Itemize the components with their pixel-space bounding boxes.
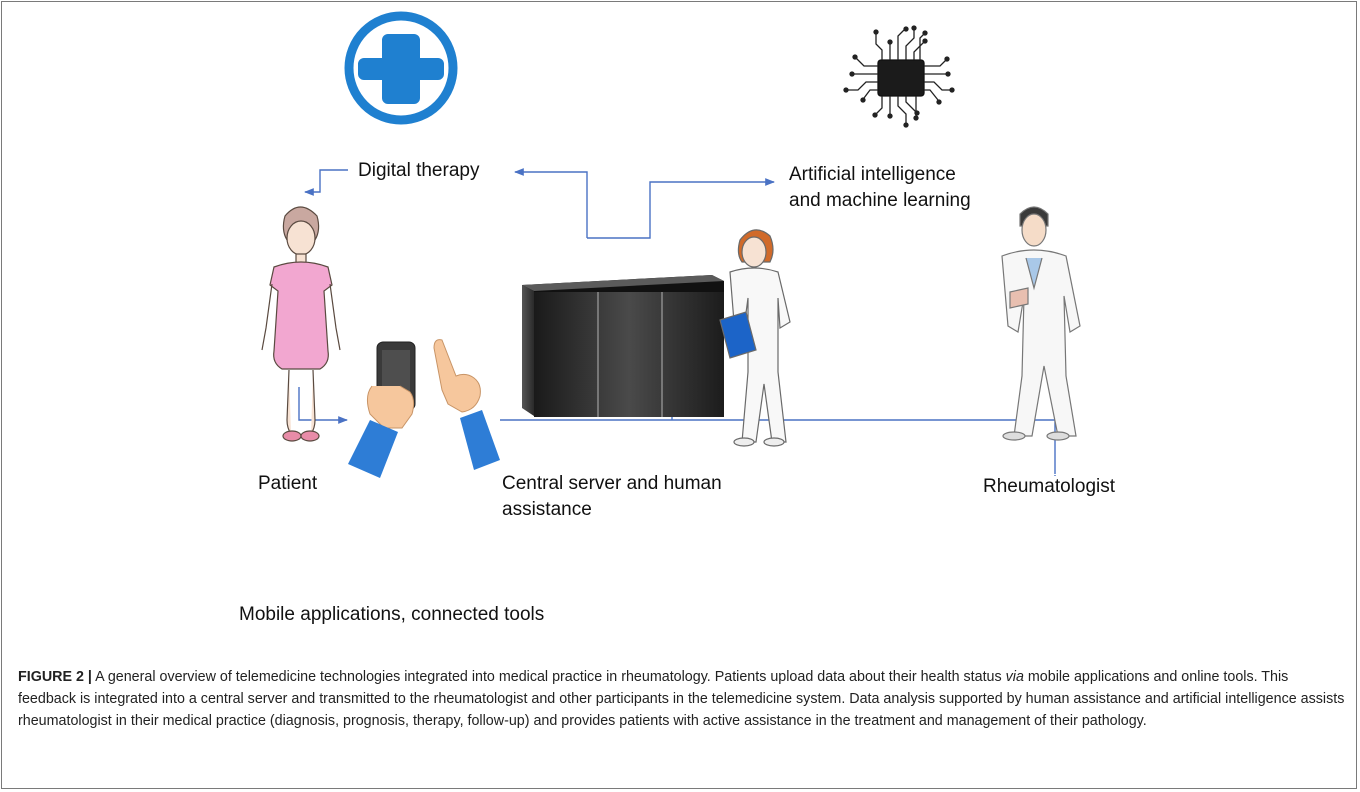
label-rheumatologist: Rheumatologist [983, 476, 1116, 497]
telemedicine-diagram [261, 11, 1081, 478]
arrow-patient-to-mobile [298, 387, 348, 424]
label-ai-line2: and machine learning [789, 190, 971, 211]
pointing-hand-icon [433, 339, 500, 470]
medical-cross-icon [344, 11, 458, 125]
ai-chip-icon [843, 25, 955, 128]
label-mobile-apps: Mobile applications, connected tools [239, 604, 545, 625]
smartphone-hand-icon [348, 341, 416, 478]
label-server-line1: Central server and human [502, 473, 722, 494]
caption-figure-number: FIGURE 2 | [18, 669, 92, 685]
figure-caption: FIGURE 2 | A general overview of telemed… [18, 666, 1348, 732]
label-ai-line1: Artificial intelligence [789, 164, 956, 185]
caption-text-2: mobile applications and online tools. Th… [18, 669, 1345, 729]
arrow-server-to-therapy [514, 168, 588, 238]
patient-figure [261, 206, 341, 442]
caption-via: via [1005, 669, 1024, 685]
nurse-figure [719, 229, 791, 447]
server-rack-icon [522, 275, 724, 417]
arrow-to-patient [304, 169, 348, 196]
label-patient: Patient [258, 473, 318, 494]
caption-text-1: A general overview of telemedicine techn… [91, 669, 1006, 685]
doctor-figure [1001, 206, 1081, 441]
label-server-line2: assistance [502, 499, 592, 520]
arrow-server-to-ai [587, 178, 775, 239]
label-digital-therapy: Digital therapy [358, 160, 480, 181]
